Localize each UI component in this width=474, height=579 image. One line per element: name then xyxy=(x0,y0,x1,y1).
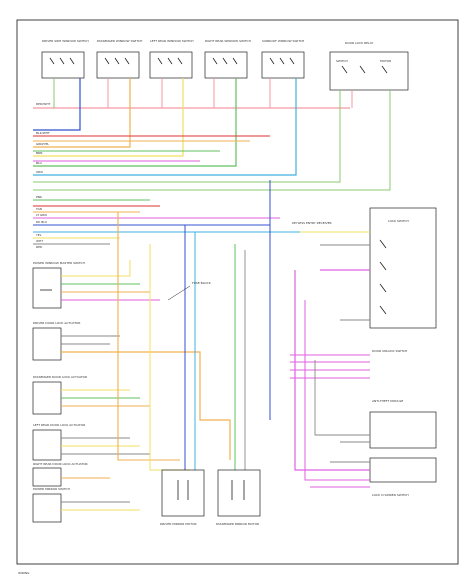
right-module-1 xyxy=(369,411,437,449)
left-module-label-2: DRIVER DOOR LOCK ACTUATOR xyxy=(33,321,81,325)
relay-left-label: SWITCH xyxy=(336,59,348,63)
wire-bundle xyxy=(33,135,300,245)
right-lock-box: LOCK SWITCH xyxy=(369,207,437,329)
wire-label-9: DK BLU xyxy=(36,220,47,224)
drop-switch-4b xyxy=(33,78,237,167)
drop-switch-5b xyxy=(33,78,297,176)
wire-label-7: TAN xyxy=(35,207,42,211)
top-switch-label-4: RIGHT REAR WINDOW SWITCH xyxy=(205,39,251,43)
wire-label-12: RED xyxy=(36,245,43,249)
wire-label-4: BLU xyxy=(36,161,42,165)
bottom-motor-2 xyxy=(217,469,261,517)
left-module-4 xyxy=(32,429,62,461)
top-switch-label-5: SUNROOF WINDOW SWITCH xyxy=(262,39,304,43)
drop-switch-3b xyxy=(33,78,184,157)
wire-label-2: GRN/YEL xyxy=(36,142,49,146)
relay-label: DOOR LOCK RELAY xyxy=(345,41,374,45)
footer-code: WIRING xyxy=(18,571,30,575)
top-switch-label-1: DRIVER SIDE WINDOW SWITCH xyxy=(42,39,89,43)
relay-drop-1 xyxy=(33,90,341,183)
top-switch-label-3: LEFT REAR WINDOW SWITCH xyxy=(150,39,194,43)
wire-label-8: LT GRN xyxy=(36,213,47,217)
wire-label-11: WHT xyxy=(36,239,43,243)
wire-label-5: ORN xyxy=(36,170,43,174)
left-module-5 xyxy=(32,467,62,487)
top-switch-2 xyxy=(96,51,140,79)
left-module-3 xyxy=(32,381,62,415)
right-label-2: DOOR UNLOCK SWITCH xyxy=(372,349,407,353)
power-wire-label: RED/WHT xyxy=(36,102,51,106)
wire-label-3: BRN xyxy=(36,151,42,155)
left-module-label-3: PASSENGER DOOR LOCK ACTUATOR xyxy=(33,375,87,379)
top-switch-3 xyxy=(149,51,193,79)
right-box-label: LOCK SWITCH xyxy=(388,219,409,223)
right-label-1: KEYLESS ENTRY RECEIVER xyxy=(292,221,332,225)
top-switch-label-2: PASSENGER WINDOW SWITCH xyxy=(97,39,142,43)
bottom-motor-1 xyxy=(161,469,205,517)
wire-label-10: YEL xyxy=(36,233,42,237)
left-module-label-1: POWER WINDOW MASTER SWITCH xyxy=(33,261,85,265)
right-label-3: ANTI-THEFT MODULE xyxy=(372,399,403,403)
wire-label-1: BLK/WHT xyxy=(36,131,50,135)
top-switch-5 xyxy=(261,51,305,79)
left-module-2 xyxy=(32,327,62,361)
left-module-wires xyxy=(61,260,231,511)
left-module-label-4: LEFT REAR DOOR LOCK ACTUATOR xyxy=(33,423,85,427)
right-side-wires xyxy=(269,225,370,488)
drop-switch-2b xyxy=(33,78,131,148)
relay-box: DOOR LOCK RELAY SWITCH MOTOR xyxy=(329,41,409,91)
right-label-4: LOCK CYLINDER SWITCH xyxy=(372,493,409,497)
center-leader xyxy=(167,285,191,301)
left-module-label-6: POWER MIRROR SWITCH xyxy=(33,487,70,491)
relay-drop-3 xyxy=(33,90,391,191)
top-switch-4 xyxy=(204,51,248,79)
left-module-1 xyxy=(32,267,62,309)
diagram-frame xyxy=(16,19,459,565)
drop-switch-1b xyxy=(33,78,81,131)
bottom-motor-label-2: PASSENGER MIRROR MOTOR xyxy=(216,522,259,526)
top-switch-1 xyxy=(41,51,85,79)
wire-label-6: PNK xyxy=(36,195,43,199)
center-note: FUSE BLOCK xyxy=(192,281,212,285)
left-module-label-5: RIGHT REAR DOOR LOCK ACTUATOR xyxy=(33,462,88,466)
bottom-motor-label-1: DRIVER MIRROR MOTOR xyxy=(160,522,197,526)
motor-feed-wires xyxy=(117,212,246,471)
right-module-2 xyxy=(369,457,437,483)
left-module-6 xyxy=(32,493,62,523)
relay-right-label: MOTOR xyxy=(380,59,391,63)
